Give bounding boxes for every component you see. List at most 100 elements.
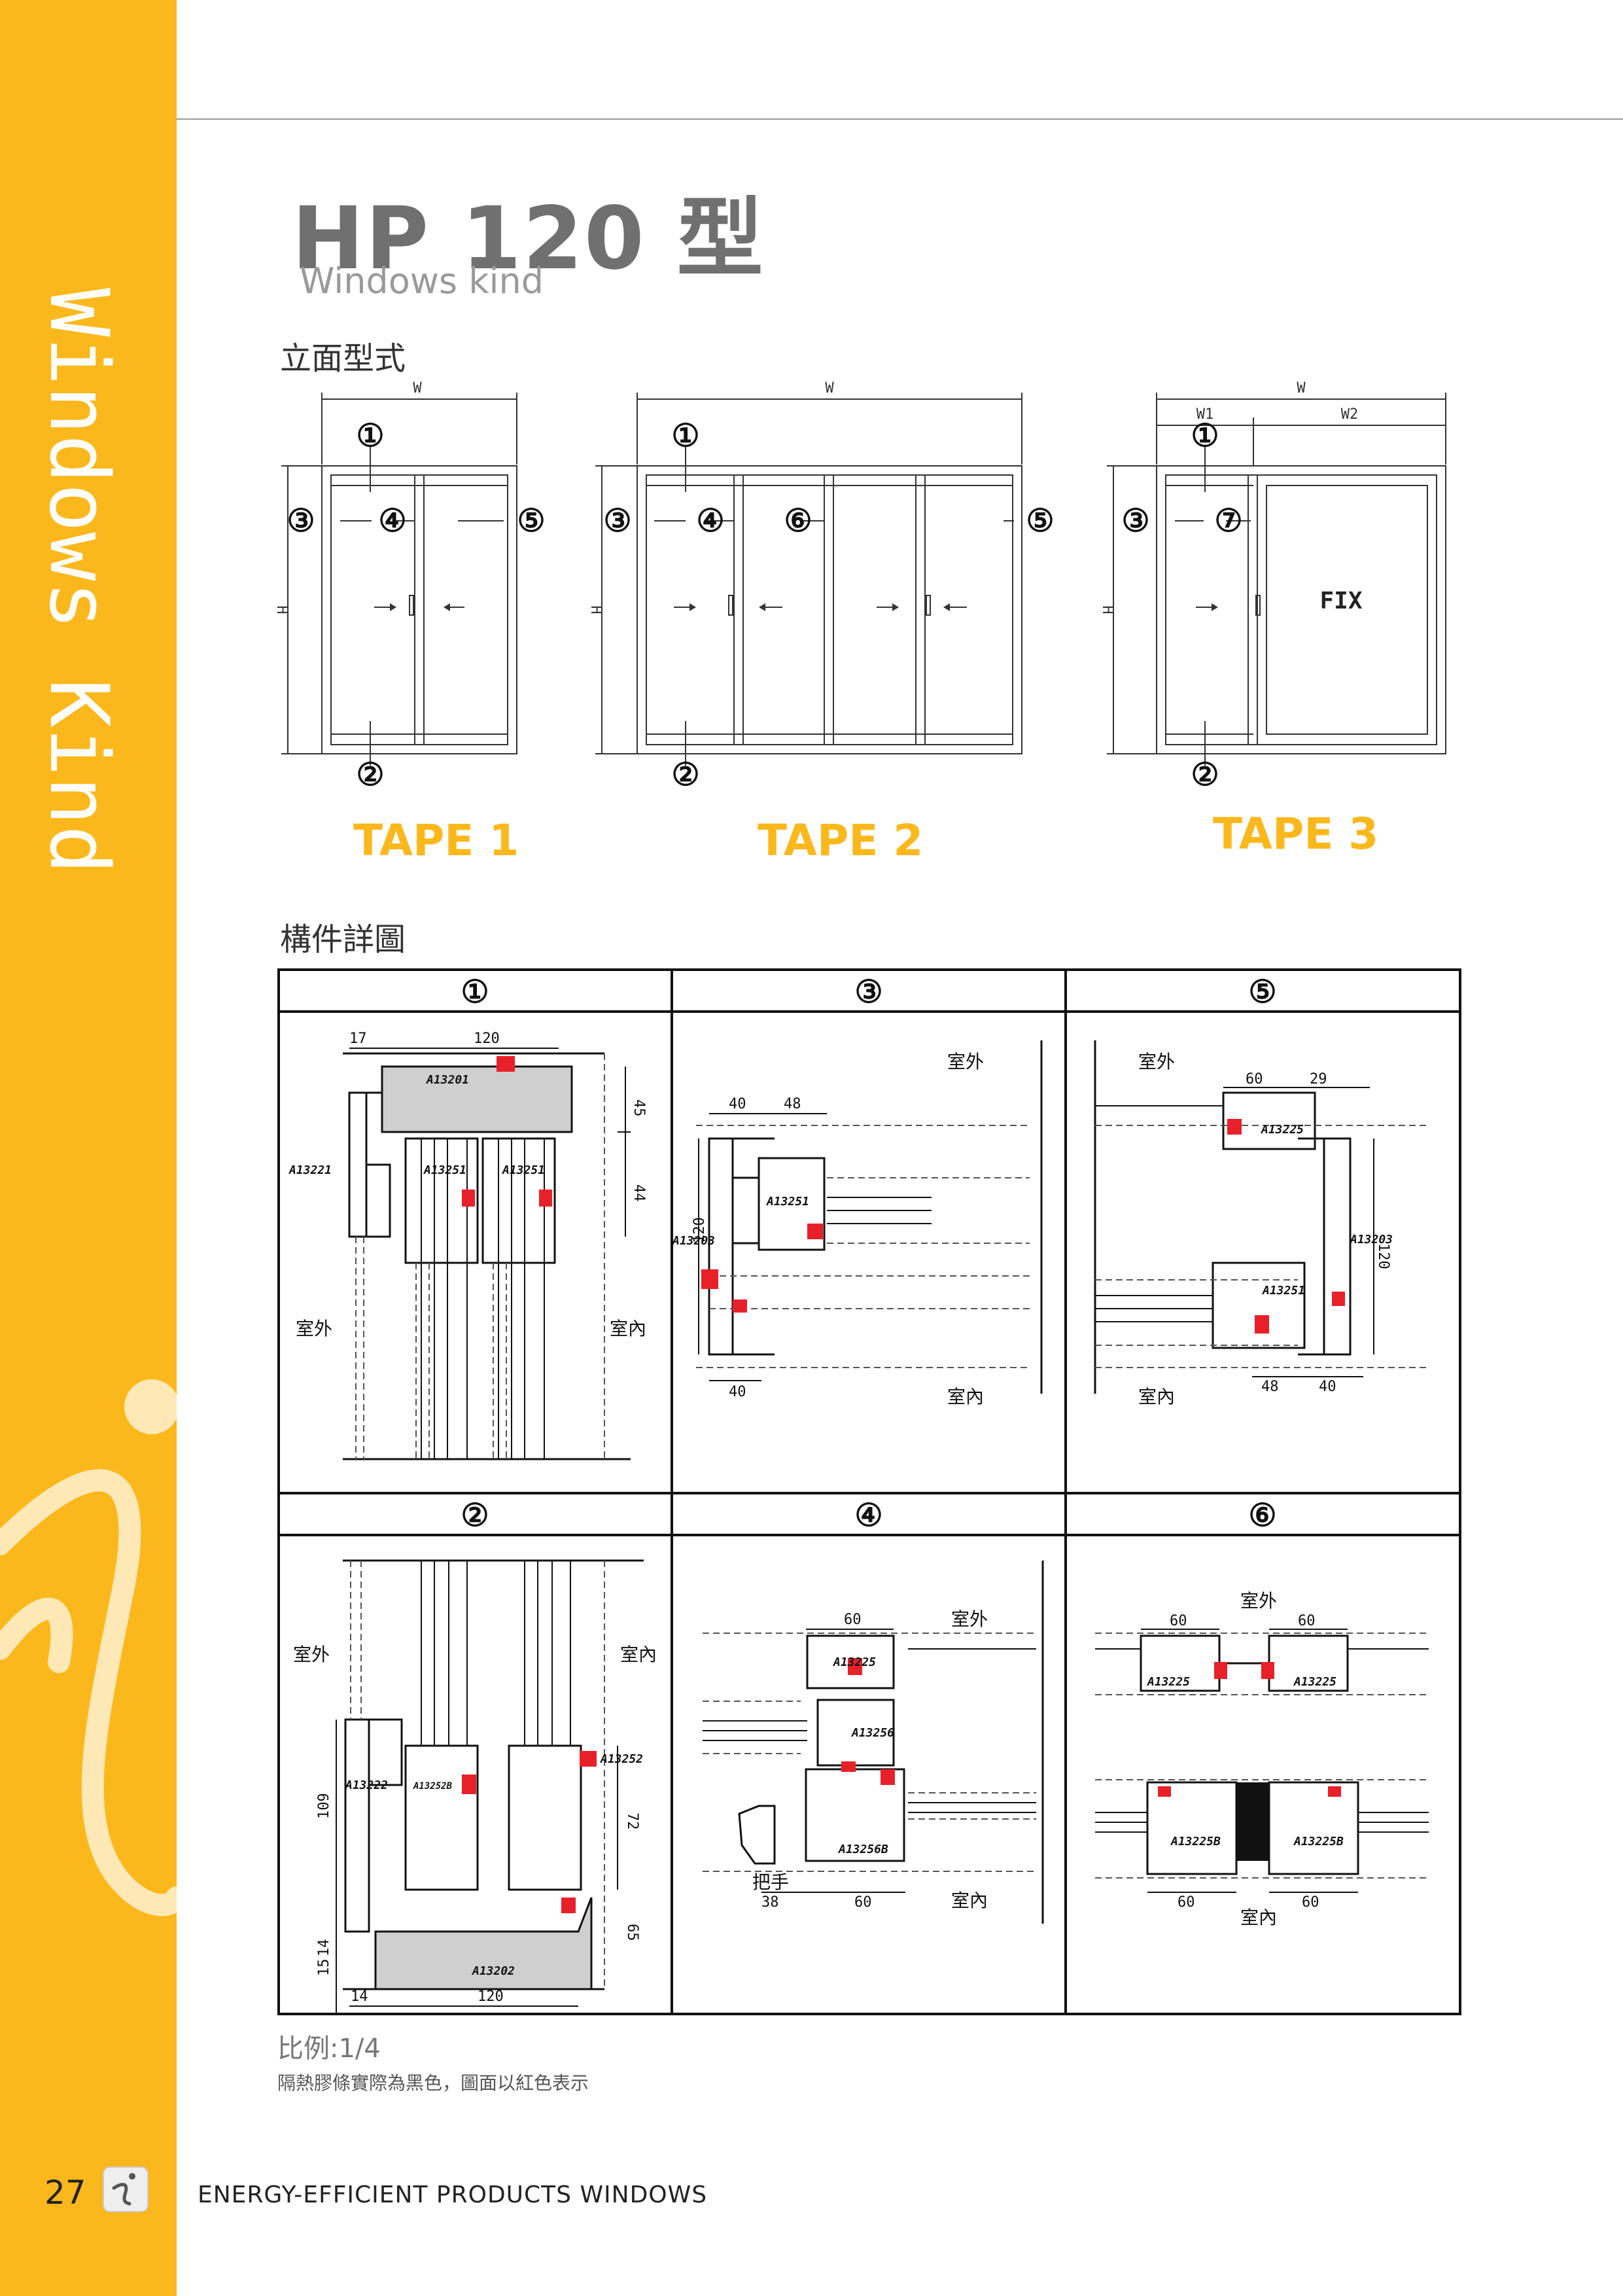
part-a13225: A13225	[1293, 1675, 1336, 1689]
dim-120: 120	[1375, 1243, 1391, 1269]
dim-60: 60	[1302, 1894, 1319, 1911]
marker-2: ②	[671, 756, 699, 793]
dim-120: 120	[478, 1988, 504, 2005]
part-a13225b: A13225B	[1170, 1835, 1221, 1848]
marker-7: ⑦	[1214, 503, 1242, 539]
label-inside: 室內	[1240, 1907, 1277, 1928]
tape3-dim-h: H	[1099, 605, 1115, 614]
detail-cell-3: 40 48 120 40 A13251 A13203 室外 室內	[672, 1040, 1043, 1407]
label-outside: 室外	[296, 1318, 332, 1339]
dim-44: 44	[631, 1184, 647, 1202]
elevation-drawings: W W W W1 W2 H H H FIX ① ③ ④ ⑤ ② ① ③ ④ ⑥ …	[273, 380, 1446, 793]
brand-logo-icon	[103, 2166, 148, 2212]
sidebar-vertical-text: Windows Kind	[31, 288, 126, 874]
brand-swirl-watermark	[0, 1379, 177, 1916]
dim-60: 60	[844, 1612, 862, 1628]
scale-note: 比例:1/4	[277, 2034, 381, 2064]
dim-40: 40	[729, 1384, 746, 1400]
marker-2: ②	[356, 756, 384, 793]
tape2-dim-w: W	[825, 380, 834, 397]
marker-2: ②	[1191, 756, 1219, 793]
label-outside: 室外	[947, 1051, 984, 1072]
detail-marker-5: ⑤	[1248, 974, 1276, 1010]
section-elevation-heading: 立面型式	[280, 340, 406, 377]
dim-38: 38	[761, 1894, 779, 1911]
marker-1: ①	[356, 417, 384, 454]
part-a13225: A13225	[1261, 1123, 1304, 1137]
dim-60: 60	[1178, 1894, 1195, 1911]
section-details-heading: 構件詳圖	[280, 921, 406, 958]
marker-1: ①	[1191, 417, 1219, 454]
dim-120: 120	[474, 1031, 500, 1047]
part-a13221: A13221	[288, 1163, 332, 1177]
dim-65: 65	[624, 1924, 640, 1941]
detail-cell-5: 60 29 120 48 40 A13225 A13203 A13251 室外 …	[1094, 1040, 1429, 1407]
label-outside: 室外	[1138, 1051, 1175, 1072]
header-rule	[177, 118, 1623, 120]
dim-60: 60	[1298, 1613, 1316, 1629]
dim-48: 48	[784, 1096, 801, 1112]
dim-40: 40	[1319, 1379, 1336, 1395]
tape-3-label: TAPE 3	[1213, 809, 1379, 859]
detail-cell-2: 109 72 65 15 14 14 120 A13222 A13252B A1…	[293, 1559, 657, 2015]
tape3-fix-label: FIX	[1319, 588, 1362, 614]
label-inside: 室內	[951, 1890, 988, 1911]
detail-cell-6: 60 60 60 60 A13225 A13225 A13225B A13225…	[1095, 1590, 1429, 1928]
dim-60: 60	[854, 1894, 872, 1911]
dim-17: 17	[349, 1031, 367, 1047]
tape1-dim-w: W	[413, 380, 422, 397]
part-a13251: A13251	[502, 1163, 545, 1177]
dim-60: 60	[1246, 1071, 1263, 1087]
marker-4: ④	[696, 503, 724, 539]
dim-120: 120	[691, 1217, 708, 1243]
sidebar-decoration: Windows Kind	[0, 288, 177, 1916]
marker-3: ③	[603, 503, 631, 539]
elevation-tape-1	[281, 393, 517, 766]
handle-label: 把手	[752, 1871, 789, 1893]
tape-2-label: TAPE 2	[758, 815, 924, 866]
part-a13251: A13251	[1262, 1284, 1305, 1298]
part-a13256b: A13256B	[838, 1843, 888, 1856]
label-inside: 室內	[610, 1318, 646, 1339]
elevation-tape-3	[1107, 393, 1446, 766]
label-inside: 室內	[947, 1386, 984, 1407]
marker-6: ⑥	[784, 503, 812, 539]
marker-5: ⑤	[1026, 503, 1054, 539]
marker-4: ④	[378, 503, 406, 539]
part-a13256: A13256	[851, 1726, 894, 1740]
label-inside: 室內	[620, 1644, 657, 1665]
elevation-tape-2	[595, 393, 1022, 766]
marker-3: ③	[1121, 503, 1149, 539]
dim-45: 45	[631, 1099, 647, 1117]
marker-3: ③	[287, 503, 315, 539]
part-a13252: A13252	[600, 1752, 643, 1766]
detail-marker-2: ②	[461, 1497, 489, 1534]
dim-29: 29	[1310, 1071, 1327, 1087]
part-a13225: A13225	[1147, 1675, 1190, 1689]
tape-1-label: TAPE 1	[353, 815, 519, 866]
marker-1: ①	[671, 417, 699, 454]
dim-72: 72	[624, 1812, 640, 1830]
dim-40: 40	[729, 1096, 746, 1112]
part-a13222: A13222	[345, 1778, 388, 1792]
label-outside: 室外	[293, 1644, 330, 1665]
dim-60: 60	[1170, 1613, 1187, 1629]
detail-marker-1: ①	[461, 974, 489, 1010]
detail-drawings-grid: ① ③ ⑤ ② ④ ⑥	[277, 968, 1461, 2015]
part-a13203: A13203	[672, 1234, 715, 1248]
label-outside: 室外	[951, 1608, 988, 1630]
marker-5: ⑤	[517, 503, 545, 539]
part-a13203: A13203	[1350, 1233, 1393, 1246]
detail-marker-4: ④	[854, 1497, 882, 1534]
label-inside: 室內	[1138, 1386, 1175, 1407]
part-a13251: A13251	[423, 1163, 466, 1177]
dim-15: 15	[316, 1959, 332, 1977]
label-outside: 室外	[1240, 1590, 1277, 1612]
page-title: HP 120 型	[292, 188, 765, 289]
detail-marker-6: ⑥	[1248, 1497, 1276, 1534]
detail-marker-3: ③	[854, 974, 882, 1010]
dim-14: 14	[316, 1939, 332, 1957]
caption-note: 隔熱膠條實際為黑色，圖面以紅色表示	[277, 2072, 589, 2094]
part-a13252b: A13252B	[413, 1781, 453, 1792]
part-a13202: A13202	[472, 1964, 515, 1978]
